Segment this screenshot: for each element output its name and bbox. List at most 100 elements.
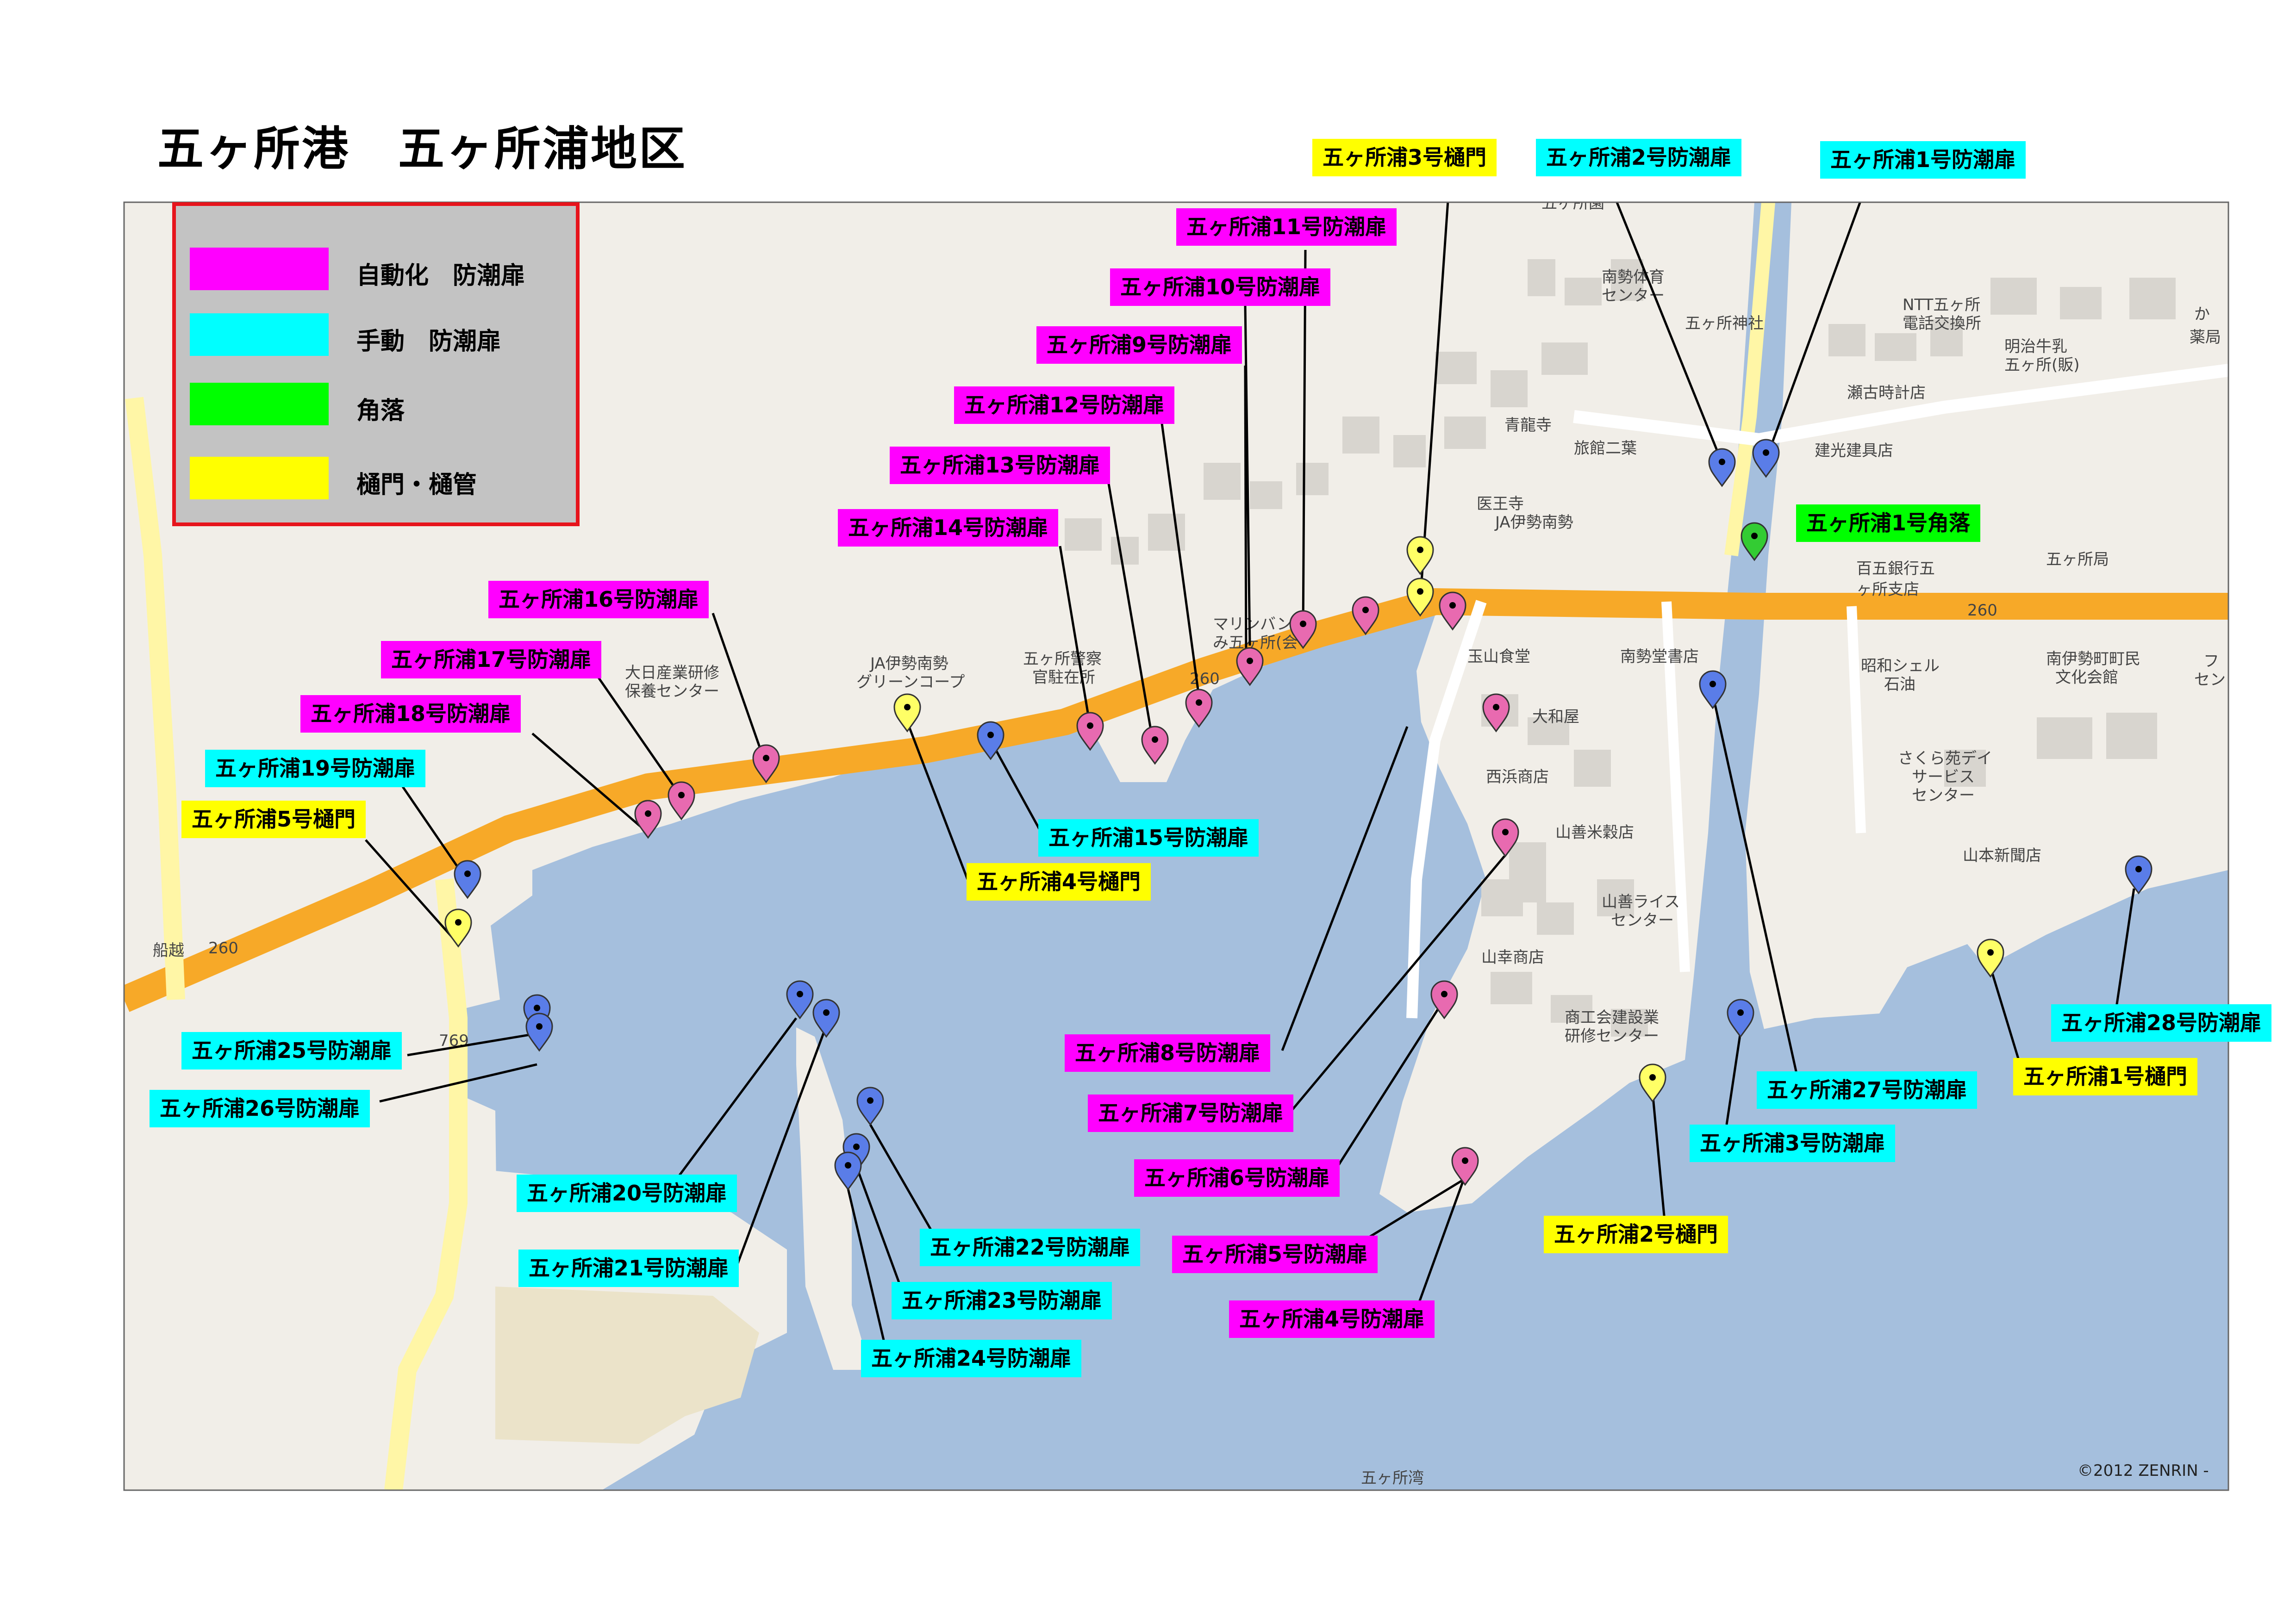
pink-map-pin-icon[interactable]: [1491, 818, 1519, 858]
river-road[interactable]: [1724, 202, 1775, 556]
place_52: セン: [2194, 671, 2226, 689]
town-street-east[interactable]: [1847, 606, 1866, 833]
mlabel_12[interactable]: 五ヶ所浦18号防潮扉: [300, 695, 521, 733]
legend-item-sluice: 樋門・樋管: [190, 457, 560, 499]
pink-map-pin-icon[interactable]: [1141, 726, 1169, 765]
pink-map-pin-icon[interactable]: [752, 744, 780, 784]
mlabel_9[interactable]: 五ヶ所浦1号角落: [1796, 504, 1981, 542]
yellow-map-pin-icon[interactable]: [1406, 536, 1434, 575]
place_28: 西浜商店: [1486, 768, 1549, 786]
route-260[interactable]: [124, 588, 2228, 1012]
blue-map-pin-icon[interactable]: [977, 721, 1004, 760]
place_9: 建光建具店: [1815, 442, 1893, 460]
pink-map-pin-icon[interactable]: [1430, 980, 1458, 1020]
mlabel_23[interactable]: 五ヶ所浦4号防潮扉: [1229, 1300, 1435, 1338]
yellow-map-pin-icon[interactable]: [893, 693, 921, 733]
place_44: 五ヶ所湾: [1361, 1469, 1424, 1487]
route-769[interactable]: [384, 878, 468, 1490]
pink-map-pin-icon[interactable]: [1076, 712, 1104, 751]
mlabel_20[interactable]: 五ヶ所浦7号防潮扉: [1088, 1094, 1294, 1132]
green-map-pin-icon[interactable]: [1741, 522, 1768, 561]
mlabel_15[interactable]: 五ヶ所浦15号防潮扉: [1038, 819, 1259, 857]
mlabel_17[interactable]: 五ヶ所浦25号防潮扉: [181, 1032, 402, 1070]
mlabel_14[interactable]: 五ヶ所浦5号樋門: [181, 801, 366, 838]
place_45: 260: [208, 939, 238, 958]
place_22: サービス: [1912, 768, 1975, 786]
blue-map-pin-icon[interactable]: [786, 980, 814, 1020]
blue-map-pin-icon[interactable]: [454, 860, 481, 899]
blue-map-pin-icon[interactable]: [834, 1151, 862, 1191]
mlabel_16[interactable]: 五ヶ所浦4号樋門: [967, 863, 1151, 901]
legend-item-manual: 手動 防潮扉: [190, 313, 560, 356]
place-names: 五ヶ所園 南勢体育 センター 五ヶ所神社 NTT五ヶ所 電話交換所 明治牛乳 五…: [153, 194, 2226, 1487]
blue-map-pin-icon[interactable]: [856, 1087, 884, 1126]
mlabel_27[interactable]: 五ヶ所浦23号防潮扉: [892, 1282, 1112, 1319]
mlabel_11[interactable]: 五ヶ所浦17号防潮扉: [381, 641, 602, 678]
mlabel_6[interactable]: 五ヶ所浦12号防潮扉: [954, 386, 1175, 424]
pink-map-pin-icon[interactable]: [1439, 591, 1466, 631]
yellow-map-pin-icon[interactable]: [1639, 1063, 1666, 1103]
mlabel_2[interactable]: 五ヶ所浦1号防潮扉: [1820, 141, 2026, 179]
mlabel_28[interactable]: 五ヶ所浦24号防潮扉: [861, 1340, 1082, 1377]
mlabel_10[interactable]: 五ヶ所浦16号防潮扉: [488, 581, 709, 618]
mlabel_24[interactable]: 五ヶ所浦20号防潮扉: [517, 1175, 737, 1212]
mlabel_3[interactable]: 五ヶ所浦11号防潮扉: [1176, 208, 1397, 246]
pink-map-pin-icon[interactable]: [1482, 693, 1510, 733]
mlabel_5[interactable]: 五ヶ所浦9号防潮扉: [1036, 326, 1242, 364]
place_12: 医王寺: [1477, 495, 1524, 513]
place_0: 五ヶ所園: [1541, 194, 1604, 212]
dock-water: [532, 895, 796, 1092]
blue-map-pin-icon[interactable]: [2125, 855, 2152, 895]
mlabel_32[interactable]: 五ヶ所浦1号樋門: [2013, 1058, 2198, 1095]
place_18: 文化会館: [2055, 668, 2118, 687]
legend-label: 樋門・樋管: [356, 471, 477, 499]
pink-map-pin-icon[interactable]: [1352, 596, 1379, 635]
mlabel_1[interactable]: 五ヶ所浦2号防潮扉: [1536, 139, 1742, 176]
blue-map-pin-icon[interactable]: [1727, 999, 1754, 1038]
place_50: 薬局: [2190, 328, 2221, 347]
place_21: さくら苑デイ: [1898, 749, 1992, 768]
blue-map-pin-icon[interactable]: [1752, 439, 1780, 478]
pins[interactable]: [444, 439, 2152, 1191]
mlabel_7[interactable]: 五ヶ所浦13号防潮扉: [890, 447, 1111, 484]
mlabel_31[interactable]: 五ヶ所浦28号防潮扉: [2051, 1004, 2272, 1042]
yellow-map-pin-icon[interactable]: [1406, 578, 1434, 617]
blue-map-pin-icon[interactable]: [1699, 670, 1727, 709]
copyright-notice: ©2012 ZENRIN -: [2078, 1461, 2209, 1480]
pink-map-pin-icon[interactable]: [668, 781, 695, 821]
mlabel_4[interactable]: 五ヶ所浦10号防潮扉: [1110, 268, 1331, 306]
mlabel_21[interactable]: 五ヶ所浦6号防潮扉: [1134, 1159, 1340, 1197]
pink-map-pin-icon[interactable]: [634, 800, 662, 839]
river: [1685, 202, 1791, 1064]
mlabel_22[interactable]: 五ヶ所浦5号防潮扉: [1172, 1236, 1378, 1273]
legend-label: 自動化 防潮扉: [356, 262, 525, 290]
mlabel_0[interactable]: 五ヶ所浦3号樋門: [1312, 139, 1497, 176]
pink-map-pin-icon[interactable]: [1185, 689, 1213, 728]
pink-map-pin-icon[interactable]: [1236, 647, 1264, 686]
town-street-mid[interactable]: [1661, 601, 1690, 972]
mlabel_29[interactable]: 五ヶ所浦27号防潮扉: [1757, 1071, 1978, 1109]
mlabel_26[interactable]: 五ヶ所浦22号防潮扉: [920, 1229, 1141, 1266]
mlabel_33[interactable]: 五ヶ所浦2号樋門: [1544, 1216, 1728, 1253]
mlabel_18[interactable]: 五ヶ所浦26号防潮扉: [150, 1090, 370, 1127]
yellow-map-pin-icon[interactable]: [444, 908, 472, 948]
town-street-west[interactable]: [1406, 600, 1487, 1019]
yellow-map-pin-icon[interactable]: [1977, 939, 2004, 978]
place_10: 青龍寺: [1504, 416, 1552, 435]
blue-map-pin-icon[interactable]: [812, 999, 840, 1038]
place_19: 昭和シェル: [1861, 657, 1940, 675]
blue-map-pin-icon[interactable]: [1708, 448, 1736, 487]
place_30: 山善ライス: [1602, 893, 1680, 911]
mlabel_30[interactable]: 五ヶ所浦3号防潮扉: [1690, 1125, 1896, 1162]
mlabel_13[interactable]: 五ヶ所浦19号防潮扉: [205, 750, 426, 787]
place_32: 山幸商店: [1481, 948, 1544, 967]
mlabel_8[interactable]: 五ヶ所浦14号防潮扉: [838, 509, 1059, 547]
place_35: 大日産業研修: [625, 664, 719, 682]
mlabel_25[interactable]: 五ヶ所浦21号防潮扉: [518, 1250, 739, 1287]
town-street-north[interactable]: [1573, 364, 2228, 447]
pink-map-pin-icon[interactable]: [1451, 1147, 1479, 1186]
mlabel_19[interactable]: 五ヶ所浦8号防潮扉: [1065, 1034, 1271, 1072]
coastal-road-north[interactable]: [125, 397, 185, 1000]
blue-map-pin-icon[interactable]: [525, 1013, 553, 1052]
pink-map-pin-icon[interactable]: [1289, 610, 1317, 649]
